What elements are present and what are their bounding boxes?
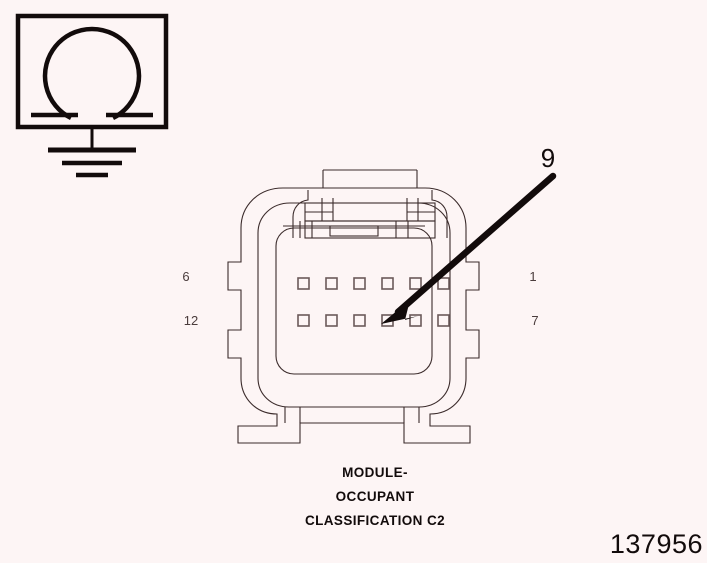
pin-top-1[interactable] [297,277,310,290]
pin-top-4[interactable] [381,277,394,290]
latch-lower-bar [304,220,436,239]
caption-line-2: OCCUPANT [336,489,415,504]
connector-latch-group [283,190,448,239]
pin-bottom-5[interactable] [409,314,422,327]
pin-top-3[interactable] [353,277,366,290]
pin-label-left-bottom: 12 [184,313,198,328]
connector-body-group [227,169,480,444]
pin-label-right-top: 1 [529,269,536,284]
connector-bottom-feet [284,407,420,423]
callout-arrow-head [381,300,418,324]
ohmmeter-symbol-group [15,13,169,178]
connector-pin-cavity [275,227,433,375]
callout-number-label: 9 [541,143,555,173]
callout-arrow-shaft [394,172,557,316]
caption-line-3: CLASSIFICATION C2 [305,513,445,528]
pin-top-5[interactable] [409,277,422,290]
pin-grid [297,277,450,327]
pin-label-right-bottom: 7 [531,313,538,328]
pin-bottom-3[interactable] [353,314,366,327]
caption-line-1: MODULE- [342,465,408,480]
latch-right-curve [431,190,448,238]
pin-bottom-1[interactable] [297,314,310,327]
pin-bottom-2[interactable] [325,314,338,327]
connector-top-tab [322,169,418,188]
latch-center-block [329,225,379,237]
pin-label-left-top: 6 [182,269,189,284]
pin-bottom-6[interactable] [437,314,450,327]
latch-left-curve [292,190,309,238]
pin-top-2[interactable] [325,277,338,290]
callout-arrow-group [381,172,557,324]
omega-arc-icon [42,26,142,121]
reference-number: 137956 [610,529,703,559]
pin-top-6[interactable] [437,277,450,290]
